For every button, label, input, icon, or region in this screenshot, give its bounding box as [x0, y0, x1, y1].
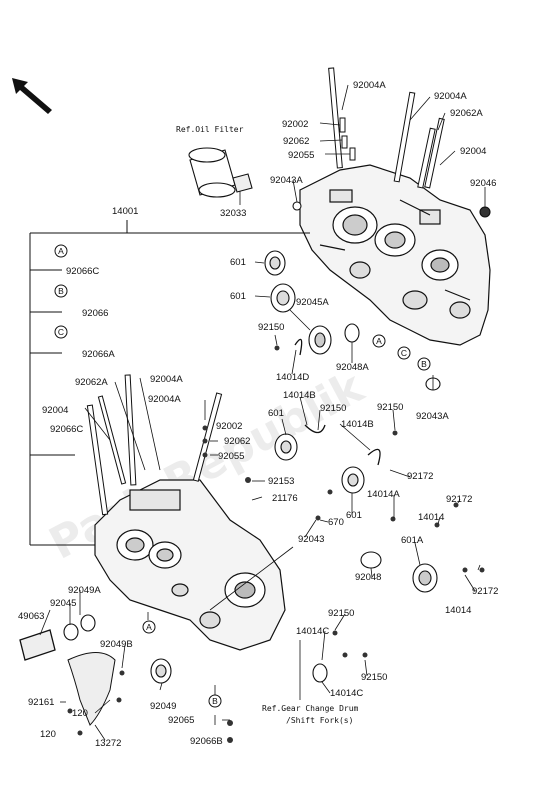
part-label: 92045	[50, 598, 76, 609]
part-label: 92043	[298, 534, 324, 545]
part-label: 14014C	[296, 626, 329, 637]
part-label: 92048A	[336, 362, 369, 373]
oil-filter-fitting	[188, 147, 253, 198]
part-label: 601	[346, 510, 362, 521]
shift-fork-note: /Shift Fork(s)	[286, 716, 353, 725]
part-label: 14014A	[367, 489, 400, 500]
part-label: 92004	[460, 146, 486, 157]
part-label: 92153	[268, 476, 294, 487]
part-label: 14001	[112, 206, 138, 217]
ref-a-mark: A	[146, 622, 152, 632]
part-label: 14014	[445, 605, 471, 616]
upper-crankcase-half	[299, 164, 491, 346]
part-label: 601	[230, 291, 246, 302]
part-label: 92150	[320, 403, 346, 414]
part-label: 601	[268, 408, 284, 419]
part-label: 92055	[218, 451, 244, 462]
part-label: 92004A	[150, 374, 183, 385]
part-label: 92066C	[50, 424, 83, 435]
part-label: 92049B	[100, 639, 133, 650]
ref-c-mark: C	[401, 348, 407, 358]
ref-a-mark: A	[376, 336, 382, 346]
part-label: 13272	[95, 738, 121, 749]
ref-c-mark: C	[58, 327, 64, 337]
ref-b-mark: B	[58, 286, 64, 296]
part-label: 92055	[288, 150, 314, 161]
part-label: 92062	[224, 436, 250, 447]
part-label: 32033	[220, 208, 246, 219]
part-label: 92002	[216, 421, 242, 432]
part-label: 92161	[28, 697, 54, 708]
part-label: 670	[328, 517, 344, 528]
part-labels: 14001 92066C 92066 92066A 92004A 92004A …	[18, 80, 498, 749]
bracket-14001	[29, 220, 310, 546]
part-label: 92045A	[296, 297, 329, 308]
ref-b-mark: B	[421, 359, 427, 369]
leader-lines	[39, 84, 486, 741]
part-label: 92172	[446, 494, 472, 505]
ref-circles	[54, 244, 431, 708]
ref-b-mark: B	[212, 696, 218, 706]
front-direction-arrow-icon	[12, 78, 52, 114]
part-label: 92049	[150, 701, 176, 712]
part-label: 120	[40, 729, 56, 740]
part-label: 92172	[407, 471, 433, 482]
part-label: 21176	[272, 493, 298, 504]
part-label: 92066B	[190, 736, 223, 747]
part-label: 92066C	[66, 266, 99, 277]
oil-filter-note: Ref.Oil Filter	[176, 125, 244, 134]
part-label: 92065	[168, 715, 194, 726]
part-label: 92049A	[68, 585, 101, 596]
lower-crankcase-half	[94, 479, 286, 651]
part-label: 92150	[377, 402, 403, 413]
part-label: 120	[72, 708, 88, 719]
snap-rings	[19, 338, 381, 661]
part-label: 601A	[401, 535, 424, 546]
part-label: 92150	[258, 322, 284, 333]
ref-a-mark: A	[58, 246, 64, 256]
small-bolts	[67, 345, 485, 743]
part-label: 92062A	[75, 377, 108, 388]
part-label: 92046	[470, 178, 496, 189]
cover-plate	[67, 652, 116, 726]
part-label: 92004A	[148, 394, 181, 405]
part-label: 92062	[283, 136, 309, 147]
part-label: 92002	[282, 119, 308, 130]
part-label: 92062A	[450, 108, 483, 119]
lower-studs	[86, 374, 223, 516]
part-label: 92066A	[82, 349, 115, 360]
part-label: 14014	[418, 512, 444, 523]
part-label: 601	[230, 257, 246, 268]
gear-change-note: Ref.Gear Change Drum	[262, 704, 359, 713]
part-label: 14014C	[330, 688, 363, 699]
part-label: 14014B	[341, 419, 374, 430]
part-label: 92150	[361, 672, 387, 683]
part-label: 49063	[18, 611, 44, 622]
part-label: 92004	[42, 405, 68, 416]
part-label: 14014B	[283, 390, 316, 401]
part-label: 92004A	[434, 91, 467, 102]
part-label: 14014D	[276, 372, 309, 383]
part-label: 92150	[328, 608, 354, 619]
part-label: 92048	[355, 572, 381, 583]
part-label: 92043A	[270, 175, 303, 186]
part-label: 92172	[472, 586, 498, 597]
upper-studs	[328, 67, 445, 189]
part-label: 92066	[82, 308, 108, 319]
part-label: 92043A	[416, 411, 449, 422]
part-label: 92004A	[353, 80, 386, 91]
